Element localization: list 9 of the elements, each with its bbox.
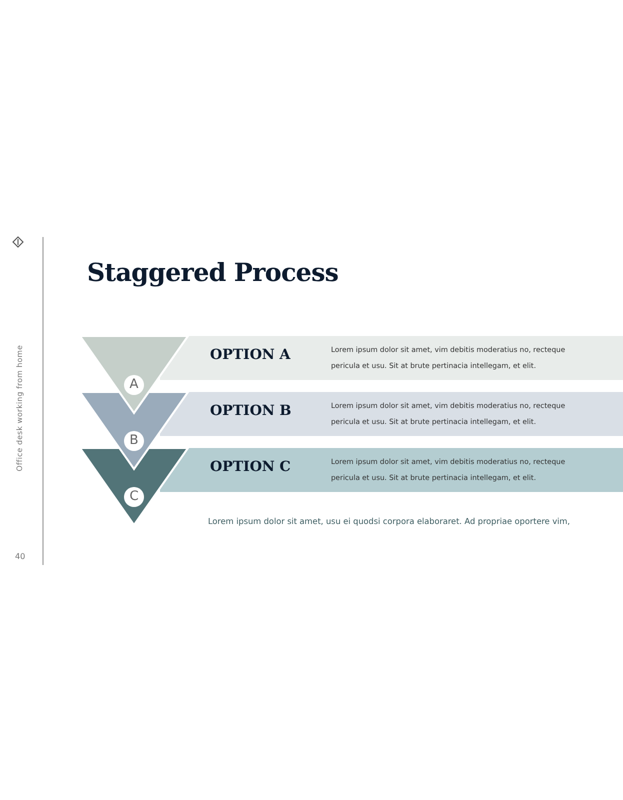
- option-heading: OPTION C: [210, 459, 291, 475]
- page-number: 40: [15, 552, 26, 561]
- option-band: [160, 448, 623, 492]
- option-heading: OPTION B: [210, 403, 292, 419]
- footer-text: Lorem ipsum dolor sit amet, usu ei quodsi corpora elaboraret. Ad propriae oportere vim,: [208, 516, 570, 526]
- option-heading: OPTION A: [210, 347, 290, 363]
- option-band: [160, 336, 623, 380]
- option-band: [160, 392, 623, 436]
- slide-title: Staggered Process: [87, 258, 338, 287]
